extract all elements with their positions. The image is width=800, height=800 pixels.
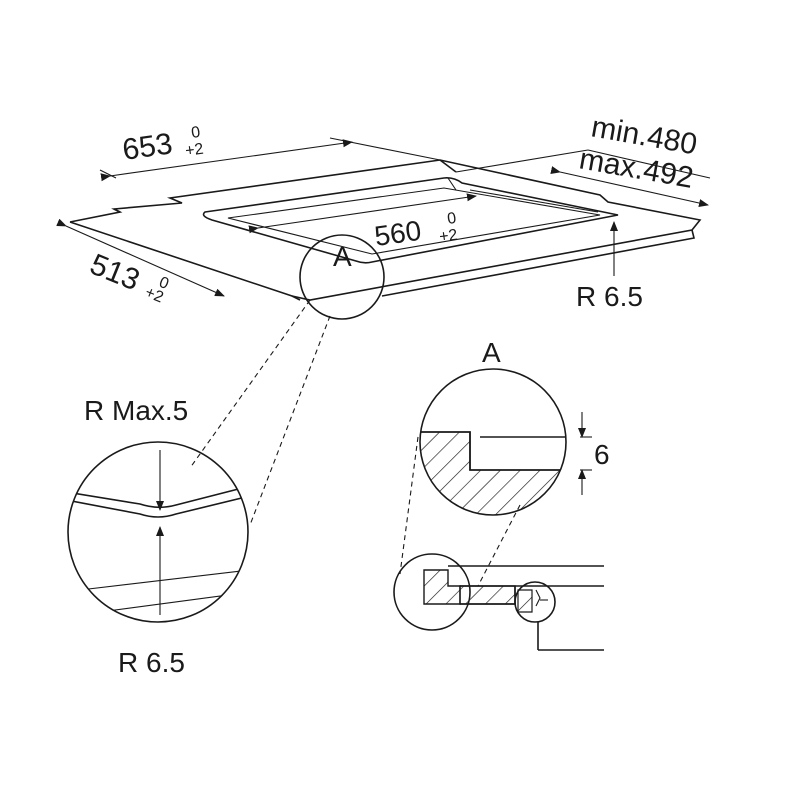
zoom-circle-corner xyxy=(67,441,249,623)
label-560: 560 xyxy=(373,215,424,252)
projection-line-a-left xyxy=(399,436,419,575)
label-513: 513 xyxy=(85,248,144,297)
label-six: 6 xyxy=(594,439,610,470)
dimension-513 xyxy=(56,218,225,297)
small-section xyxy=(393,553,604,651)
projection-line-right xyxy=(249,315,331,526)
label-a-main: A xyxy=(333,241,352,272)
label-560-tol-top: 0 xyxy=(446,210,457,228)
label-560-tol-bot: +2 xyxy=(438,227,459,246)
projection-line-a-right xyxy=(477,504,521,587)
label-a-detail: A xyxy=(482,337,501,368)
label-r-max5: R Max.5 xyxy=(84,395,188,426)
dimension-560 xyxy=(248,193,477,234)
labels: 653 0 +2 513 0 +2 560 0 +2 min.480 max.4… xyxy=(84,110,700,678)
label-653-tol-bot: +2 xyxy=(184,141,205,160)
dimension-653 xyxy=(99,137,441,182)
dimension-480-492 xyxy=(455,149,711,207)
label-r65-bottom: R 6.5 xyxy=(118,647,185,678)
section-detail-a xyxy=(419,368,592,516)
label-r65-top: R 6.5 xyxy=(576,281,643,312)
detail-a-marker-circle xyxy=(299,234,385,320)
projection-line-left xyxy=(189,299,311,469)
label-653-tol-top: 0 xyxy=(190,124,201,142)
label-653: 653 xyxy=(120,127,174,167)
label-513-tol-bot: +2 xyxy=(143,284,166,307)
